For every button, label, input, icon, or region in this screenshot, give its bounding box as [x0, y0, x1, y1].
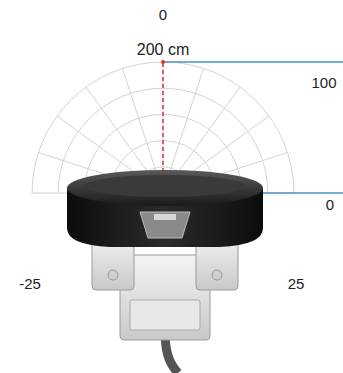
range-point [161, 60, 165, 64]
range-label: 200 cm [135, 41, 191, 59]
range-line [163, 61, 343, 63]
sensor-front [140, 212, 190, 238]
pin-hole [108, 270, 118, 280]
angle-label: 0 [157, 6, 169, 23]
range-label: 100 [309, 74, 338, 91]
pin-hole [212, 270, 222, 280]
sensor-top [85, 175, 245, 197]
angle-label: 25 [286, 275, 307, 292]
sensor-front [154, 214, 176, 220]
range-label: 0 [324, 196, 336, 213]
connector-port [130, 300, 200, 330]
angle-label: -25 [17, 275, 43, 292]
sensor-top [67, 170, 263, 206]
